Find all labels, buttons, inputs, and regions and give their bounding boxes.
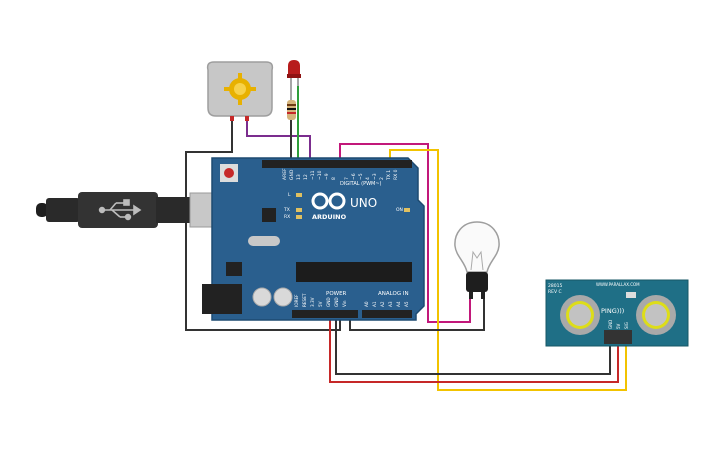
board-brand: ARDUINO: [312, 213, 347, 221]
sensor-part-number: 28015: [548, 283, 562, 289]
pin-label-2: 2: [379, 177, 385, 180]
pin-label-rx0: RX 0: [393, 169, 399, 180]
pin-label-9: ~9: [324, 173, 330, 180]
wire-black-sensor-gnd[interactable]: [335, 316, 611, 375]
pin-label-tx1: TX 1: [386, 170, 392, 181]
pin-label-a2: A2: [380, 301, 385, 307]
digital-pwm-label: DIGITAL (PWM~): [340, 181, 382, 187]
pin-label-a0: A0: [364, 301, 369, 307]
power-jack[interactable]: [202, 284, 242, 314]
pin-label-3v3: 3.3V: [310, 297, 315, 307]
board-model: UNO: [350, 196, 377, 210]
analog-header[interactable]: [362, 310, 412, 318]
resistor[interactable]: [287, 90, 296, 120]
wire-purple-motor-pin9[interactable]: [246, 118, 311, 160]
pin-label-5: ~5: [358, 173, 364, 180]
ping-ultrasonic-sensor[interactable]: [545, 279, 689, 347]
pin-label-a4: A4: [396, 301, 401, 307]
pin-label-5v: 5V: [318, 301, 323, 307]
pin-label-10: ~10: [317, 170, 323, 180]
gear-icon: [224, 73, 256, 105]
analog-in-label: ANALOG IN: [378, 291, 409, 297]
sensor-pin-gnd: GND: [608, 320, 613, 329]
arduino-logo-icon: [311, 192, 346, 210]
pin-label-reset: RESET: [302, 293, 307, 307]
power-label: POWER: [326, 291, 347, 297]
arduino-uno-board[interactable]: [202, 157, 425, 321]
wire-black-lamp-gnd[interactable]: [349, 298, 485, 331]
sensor-pin-sig: SIG: [624, 322, 629, 329]
pin-label-gnd2: GND: [334, 297, 339, 307]
led-rx-label: RX: [284, 214, 290, 220]
led-l-label: L: [288, 192, 291, 198]
pin-label-aref: AREF: [282, 168, 288, 180]
atmega-chip: [296, 262, 412, 282]
led-on-label: ON: [396, 207, 403, 213]
pin-label-13: 13: [296, 174, 302, 180]
pin-label-a5: A5: [404, 301, 409, 307]
pin-label-7: 7: [344, 177, 350, 180]
light-bulb[interactable]: [454, 221, 500, 299]
top-pin-labels: AREF GND 13 12 ~11 ~10 ~9 8 7 ~6 ~5 4 ~3…: [282, 168, 399, 181]
led-tx-label: TX: [283, 207, 290, 213]
wire-black-motor-gnd[interactable]: [185, 118, 341, 331]
sensor-revision: REV C: [548, 289, 562, 295]
sensor-pin-5v: 5V: [616, 323, 621, 329]
pin-label-a1: A1: [372, 301, 377, 307]
wire-magenta-pin7-lamp[interactable]: [339, 143, 471, 323]
pin-label-11: ~11: [310, 170, 316, 180]
pin-label-gnd1: GND: [326, 297, 331, 307]
pin-label-gnd-top: GND: [289, 169, 295, 180]
pin-label-a3: A3: [388, 301, 393, 307]
pin-label-3: ~3: [372, 173, 378, 180]
pin-label-12: 12: [303, 174, 309, 180]
red-led[interactable]: [287, 60, 301, 90]
pin-label-4: 4: [365, 177, 371, 180]
sensor-url: WWW.PARALLAX.COM: [596, 282, 640, 287]
digital-header[interactable]: [262, 160, 412, 168]
wire-red-5v[interactable]: [329, 316, 619, 383]
wire-yellow-pin2-sig[interactable]: [389, 149, 627, 391]
pin-label-vin: Vin: [342, 300, 347, 307]
bottom-pin-labels: IOREF RESET 3.3V 5V GND GND Vin A0 A1 A2…: [294, 293, 409, 307]
power-header[interactable]: [292, 310, 358, 318]
usb-icon: [98, 199, 142, 221]
pin-label-8: 8: [331, 177, 337, 180]
dc-motor[interactable]: [206, 61, 274, 121]
sensor-name: PING))): [601, 307, 624, 315]
pin-label-ioref: IOREF: [294, 294, 299, 307]
pin-label-6: ~6: [351, 173, 357, 180]
usb-cable[interactable]: [36, 192, 243, 228]
